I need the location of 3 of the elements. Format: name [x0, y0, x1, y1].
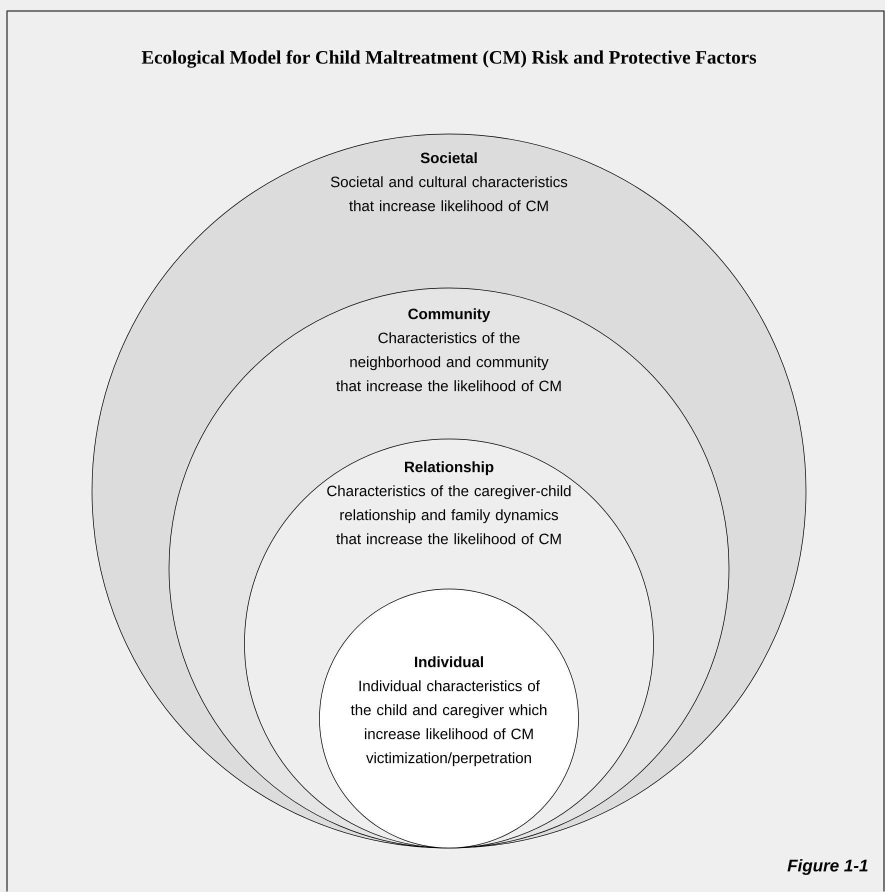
circle-band: Individual Individual characteristics of the child and caregiver which increase likelihood of CM victimization/perpetration	[319, 588, 579, 848]
figure-label: Figure 1-1	[788, 859, 868, 875]
title: Ecological Model for Child Maltreatment (CM) Risk and Protective Factors	[142, 50, 756, 68]
